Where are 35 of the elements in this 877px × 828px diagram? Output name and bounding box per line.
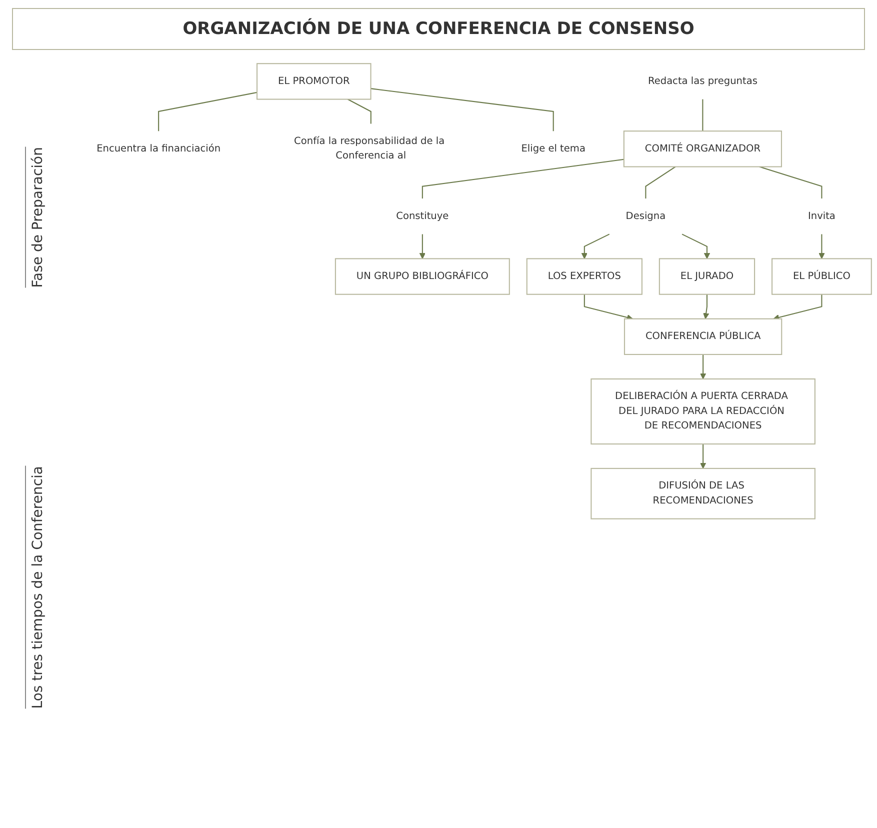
node-box: DELIBERACIÓN A PUERTA CERRADA DEL JURADO PARA LA REDACCIÓN DE RECOMENDACIONES	[590, 378, 816, 444]
node-text: Elige el tema	[521, 142, 586, 154]
connector	[158, 92, 258, 132]
arrow	[700, 354, 706, 380]
bracket-label: Fase de Preparación	[24, 147, 46, 288]
node-box: EL PÚBLICO	[772, 258, 872, 295]
node-text: Redacta las preguntas	[648, 75, 758, 87]
arrow	[419, 234, 426, 259]
connector	[759, 166, 822, 199]
node-box: CONFERENCIA PÚBLICA	[624, 318, 782, 355]
node-text: Constituye	[396, 210, 449, 222]
node-box: COMITÉ ORGANIZADOR	[623, 130, 782, 168]
connector	[347, 98, 372, 124]
node-box: UN GRUPO BIBLIOGRÁFICO	[334, 258, 510, 295]
connector	[702, 99, 704, 132]
arrow	[700, 444, 706, 469]
arrow	[584, 294, 633, 320]
connector	[370, 88, 554, 132]
node-text: Confía la responsabilidad de la Conferencia al	[294, 136, 445, 162]
node-text: Encuentra la financiación	[96, 142, 221, 154]
connector	[645, 166, 676, 199]
node-box: EL PROMOTOR	[256, 63, 372, 100]
arrow	[703, 294, 710, 320]
node-text: Invita	[808, 210, 836, 222]
node-box: DIFUSIÓN DE LAS RECOMENDACIONES	[590, 468, 816, 520]
connector	[422, 158, 624, 199]
arrow	[682, 234, 710, 259]
node-box: EL JURADO	[658, 258, 756, 295]
bracket-label: Los tres tiempos de la Conferencia	[24, 466, 46, 709]
arrow	[818, 234, 825, 259]
node-text: Designa	[626, 210, 666, 222]
arrow	[581, 234, 610, 259]
diagram-title: ORGANIZACIÓN DE UNA CONFERENCIA DE CONSENSO	[12, 8, 865, 50]
node-box: LOS EXPERTOS	[526, 258, 642, 295]
arrow	[773, 294, 822, 320]
